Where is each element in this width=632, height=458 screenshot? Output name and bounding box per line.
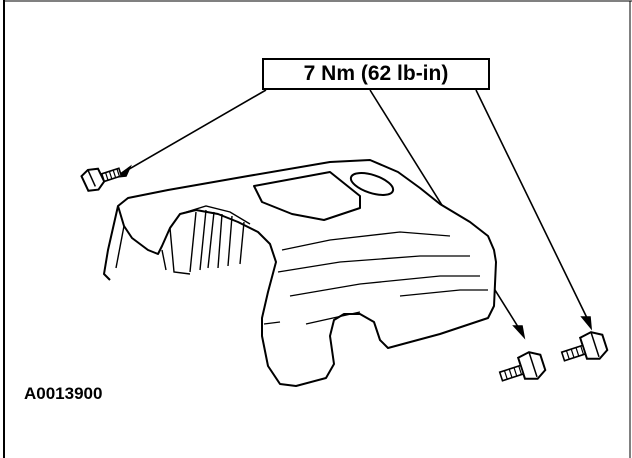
leader-lines [113,89,593,340]
torque-callout: 7 Nm (62 lb-in) [262,58,490,90]
engine-cover [103,159,497,387]
cover-interior [115,205,251,275]
bolt-top-left [80,167,123,192]
bolt-bottom-center [498,351,547,382]
bolt-right [560,331,609,362]
figure-id: A0013900 [24,384,103,403]
cover-contours [263,231,488,325]
